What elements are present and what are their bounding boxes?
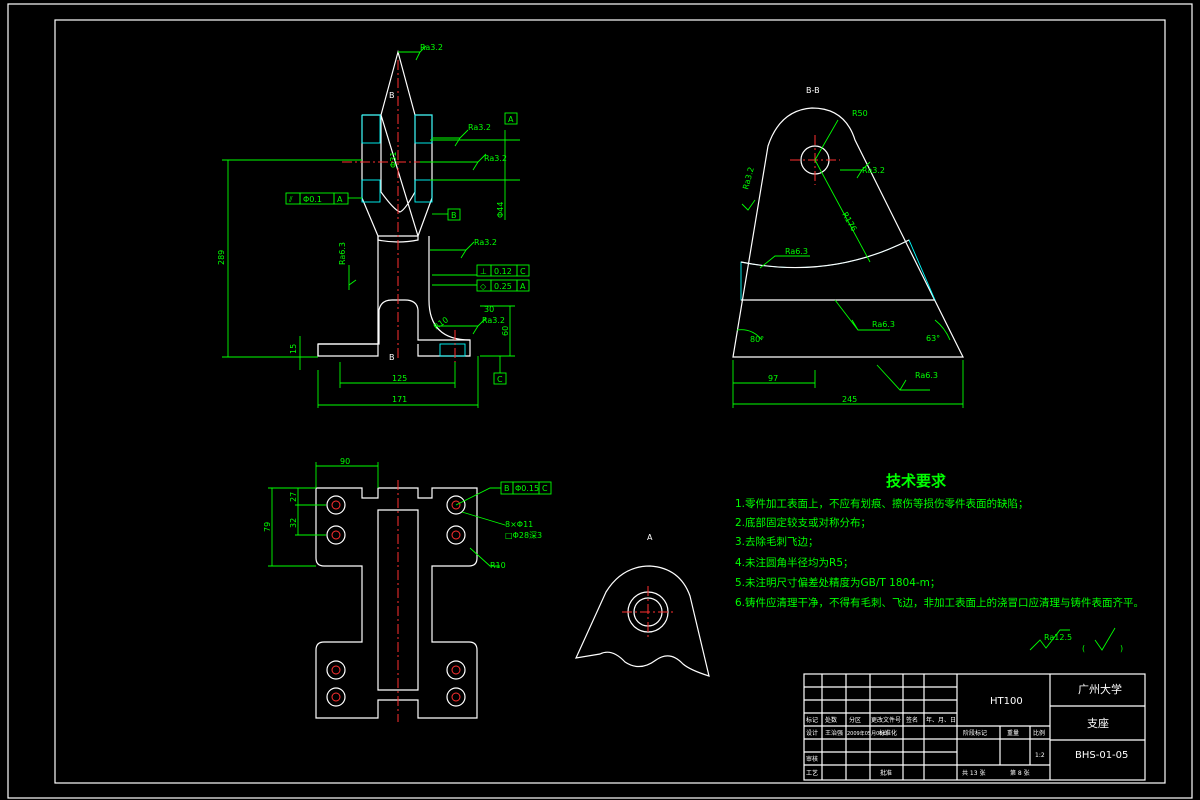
fcf-3: ◇ 0.25 A [432, 274, 530, 292]
dim-r-top: R50 [852, 109, 868, 118]
header-label-6: 年、月、日 [926, 716, 956, 724]
svg-text:⫽: ⫽ [288, 195, 293, 204]
weight-label: 重量 [1007, 729, 1019, 737]
title-block: HT100 广州大学 支座 BHS-01-05 标记 处数 分区 更改文件号 签… [803, 673, 1146, 781]
section-marker-bottom: B [389, 353, 395, 362]
dim-fillet: R10 [432, 315, 450, 331]
view-a-label: A [647, 533, 653, 542]
dim-top-d2: 32 [289, 518, 298, 528]
design-date: 2009年05月08日 [847, 730, 887, 737]
approve-label: 批准 [880, 769, 892, 777]
tech-item-3: 3.去除毛刺飞边； [735, 535, 819, 548]
svg-text:◇: ◇ [480, 282, 487, 291]
dim-top-fillet: R10 [490, 561, 506, 570]
fcf-2: ⊥ 0.12 C [476, 264, 530, 277]
drawing-no: BHS-01-05 [1075, 750, 1128, 761]
svg-text:C: C [542, 484, 548, 493]
datum-c: C [497, 375, 503, 384]
bolt-holes [326, 495, 466, 707]
svg-text:C: C [520, 267, 526, 276]
inner-border [54, 19, 1166, 784]
section-roughness-1: Ra3.2 [862, 166, 885, 175]
header-label-2: 处数 [825, 716, 837, 724]
front-roughness-6: Ra6.3 [338, 242, 347, 265]
dim-height: 289 [217, 250, 226, 265]
section-roughness-5: Ra6.3 [915, 371, 938, 380]
dim-top-height: 79 [263, 522, 272, 532]
part-name: 支座 [1087, 716, 1109, 730]
tech-item-6: 6.铸件应清理干净，不得有毛刺、飞边，非加工表面上的浇冒口应清理与铸件表面齐平。 [735, 596, 1144, 609]
section-roughness-4: Ra6.3 [872, 320, 895, 329]
angle-right: 63° [926, 334, 940, 343]
svg-text:A: A [520, 282, 526, 291]
dim-length: R176 [840, 211, 858, 234]
datum-a: A [508, 115, 514, 124]
stage-label: 阶段标记 [963, 729, 987, 737]
section-roughness-2: Ra3.2 [741, 166, 756, 191]
dim-base-thk: 15 [289, 344, 298, 354]
review-label: 审核 [806, 755, 818, 763]
scale-value: 1:2 [1035, 752, 1045, 759]
university: 广州大学 [1078, 682, 1122, 696]
front-roughness-2: Ra3.2 [468, 123, 491, 132]
header-label-1: 标记 [806, 716, 818, 724]
dim-top-d1: 27 [289, 492, 298, 502]
dim-top-holes: 8×Φ11 [505, 520, 533, 529]
header-label-4: 更改文件号 [871, 716, 901, 724]
paren-close: ) [1120, 644, 1123, 653]
front-roughness-5: Ra3.2 [482, 316, 505, 325]
dim-hole: Φ31 [389, 152, 398, 168]
material: HT100 [990, 696, 1023, 707]
fcf-1: ⫽ Φ0.1 A [285, 192, 362, 205]
dim-hole-pos: Φ44 [496, 202, 505, 218]
tech-requirements: 技术要求 1.零件加工表面上，不应有划痕、擦伤等损伤零件表面的缺陷； 2.底部固… [735, 472, 1144, 653]
view-a: A [574, 533, 710, 677]
dim-top-holes-sub: □Φ28深3 [505, 531, 542, 540]
total-sheets: 共 13 张 [962, 769, 985, 777]
designer: 王治强 [825, 729, 843, 737]
outer-border [7, 3, 1193, 799]
tech-item-5: 5.未注明尺寸偏差处精度为GB/T 1804-m； [735, 576, 940, 589]
svg-text:Φ0.1: Φ0.1 [303, 195, 322, 204]
section-marker-top: B [389, 91, 395, 100]
design-label: 设计 [806, 729, 818, 737]
section-label: B-B [806, 86, 820, 95]
section-roughness-3: Ra6.3 [785, 247, 808, 256]
tech-item-4: 4.未注圆角半径均为R5； [735, 556, 854, 569]
datum-b: B [451, 211, 457, 220]
sheet-no: 第 8 张 [1010, 769, 1030, 777]
dim-gap: 30 [484, 305, 494, 314]
tech-item-1: 1.零件加工表面上，不应有划痕、擦伤等损伤零件表面的缺陷； [735, 497, 1029, 510]
svg-text:0.25: 0.25 [494, 282, 512, 291]
general-roughness: Ra12.5 [1044, 633, 1072, 642]
svg-text:Φ0.15: Φ0.15 [515, 484, 539, 493]
svg-text:0.12: 0.12 [494, 267, 512, 276]
dim-top-width: 90 [340, 457, 350, 466]
svg-text:B: B [504, 484, 510, 493]
dim-left: 97 [768, 374, 778, 383]
header-label-5: 签名 [906, 716, 918, 724]
dim-base-inner: 125 [392, 374, 407, 383]
header-label-3: 分区 [849, 716, 861, 724]
front-view: Ra3.2 Ra3.2 Ra3.2 Ra3.2 Ra3.2 Ra6.3 289 … [217, 43, 530, 408]
front-roughness-3: Ra3.2 [484, 154, 507, 163]
tech-title: 技术要求 [886, 472, 947, 490]
angle-left: 80° [750, 335, 764, 344]
top-fcf: B Φ0.15 C [455, 481, 552, 506]
dim-right-small: 60 [501, 326, 510, 336]
svg-text:⊥: ⊥ [480, 267, 487, 276]
dim-base-total: 171 [392, 395, 407, 404]
svg-text:A: A [337, 195, 343, 204]
top-view: 90 79 27 32 R10 8×Φ11 □Φ28深3 B Φ0.15 C [263, 457, 552, 722]
paren-open: ( [1082, 644, 1085, 653]
dim-total: 245 [842, 395, 857, 404]
tech-item-2: 2.底部固定较支或对称分布； [735, 516, 871, 529]
standardization: 标准化 [879, 729, 897, 737]
scale-label: 比例 [1033, 729, 1045, 737]
process-label: 工艺 [806, 769, 818, 777]
section-view: B-B R50 R176 97 245 80° 63° Ra3.2 Ra3.2 … [732, 86, 964, 408]
front-roughness-4: Ra3.2 [474, 238, 497, 247]
front-roughness-1: Ra3.2 [420, 43, 443, 52]
